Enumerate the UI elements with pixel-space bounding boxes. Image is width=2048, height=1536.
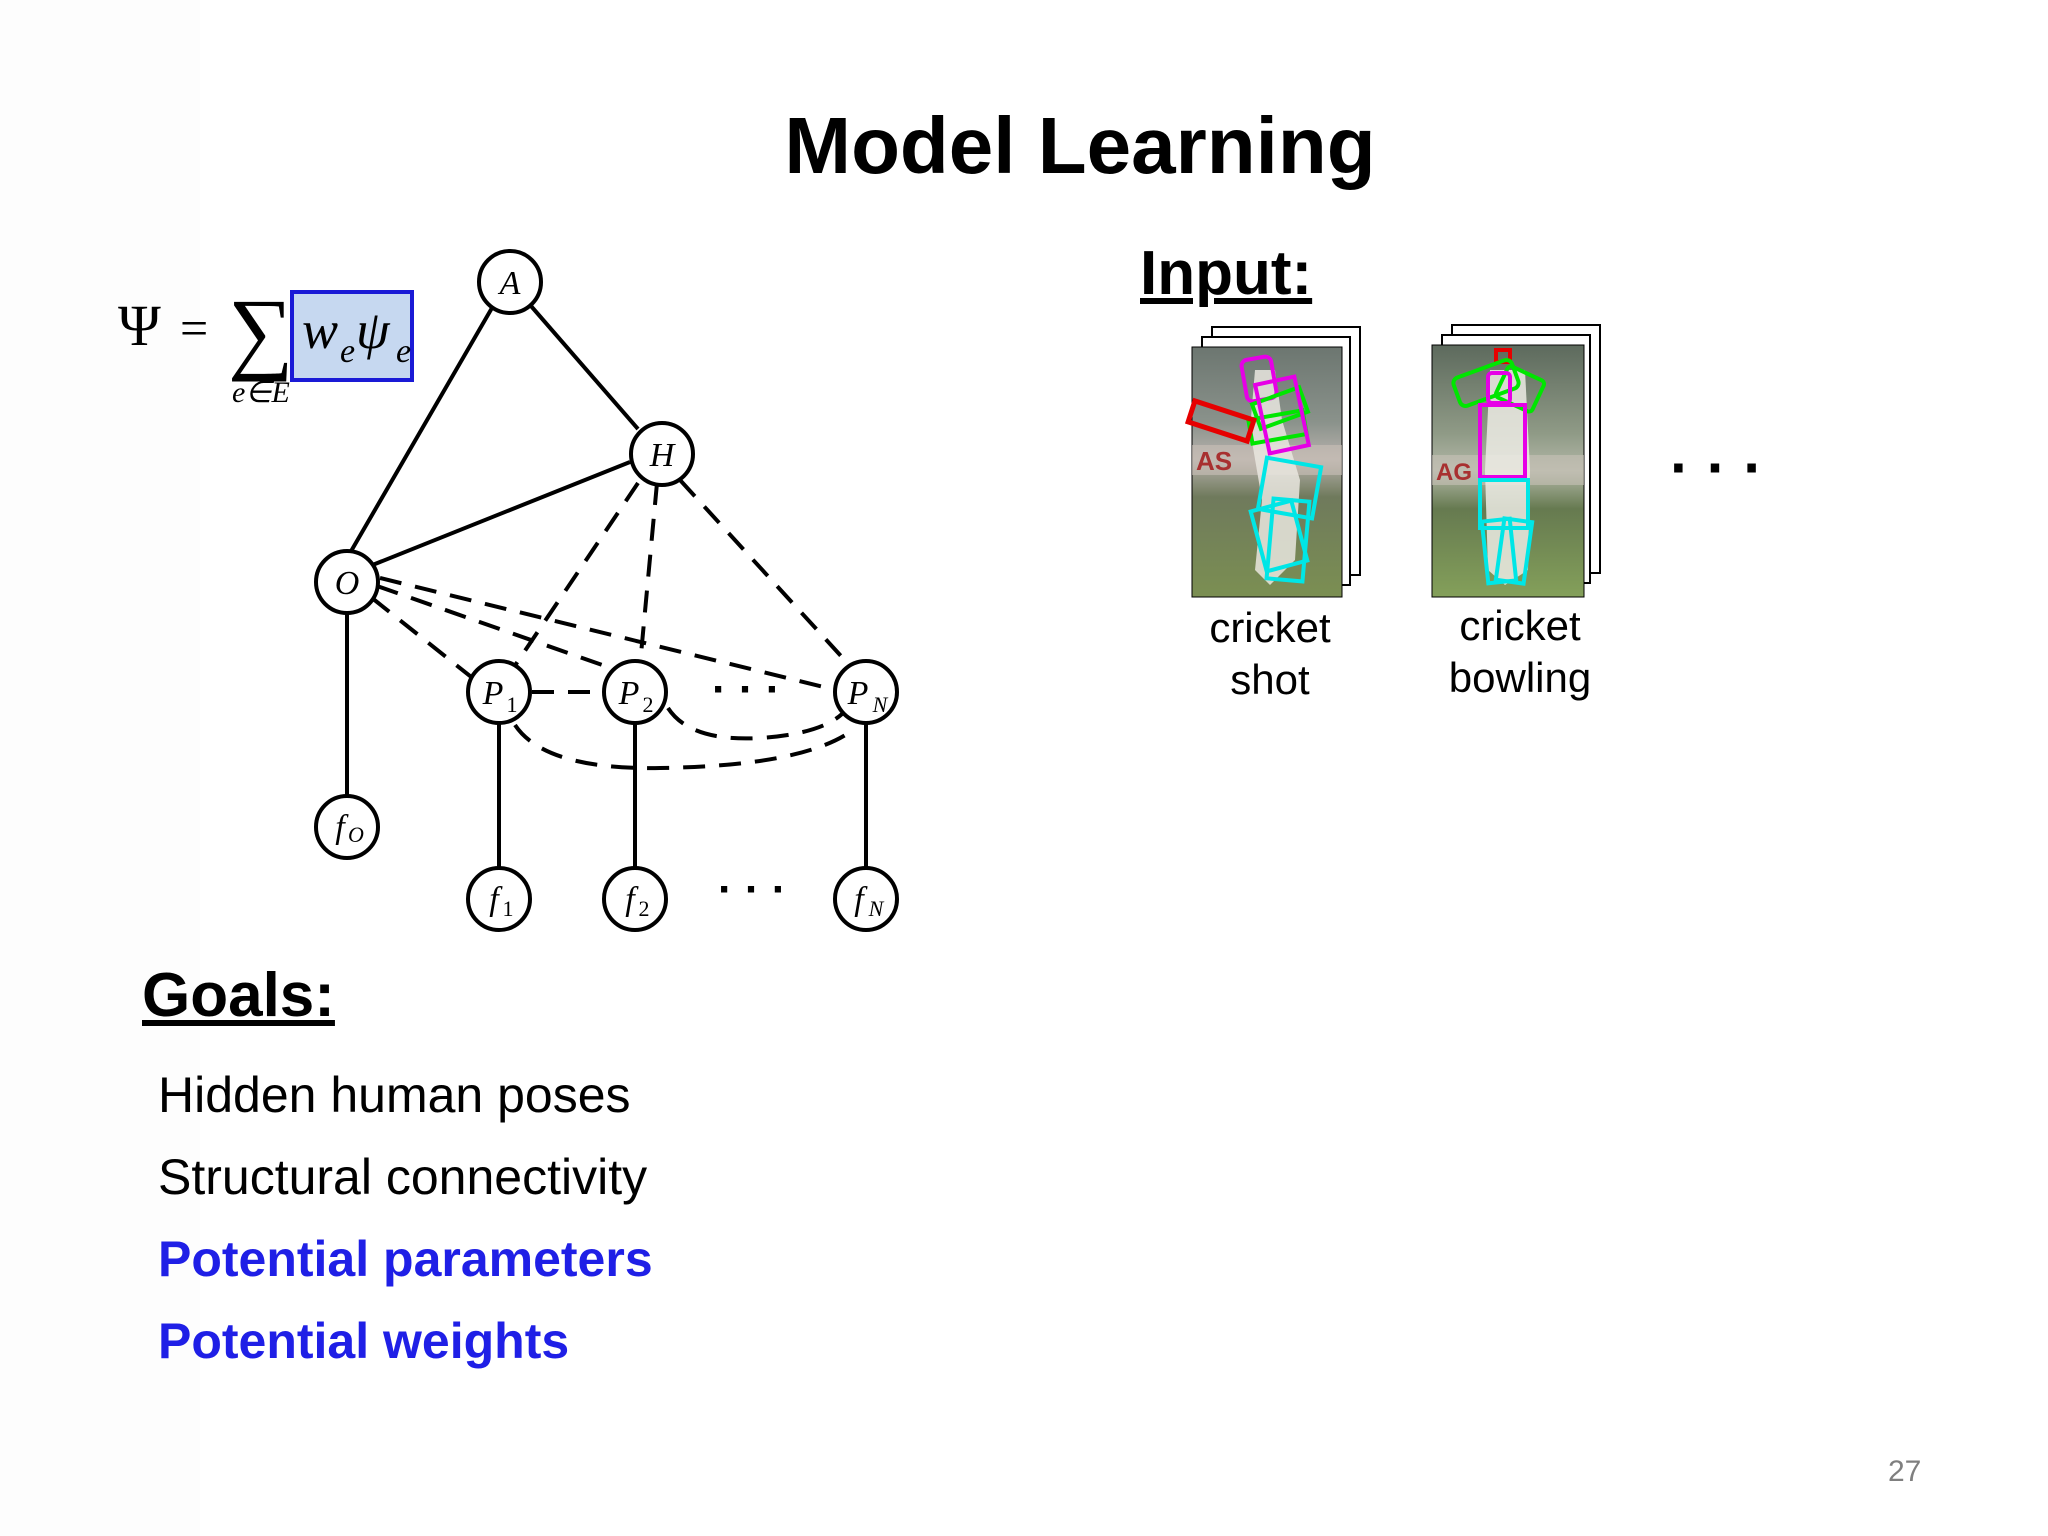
edge-O-P2 — [376, 584, 609, 669]
slide-left-shade — [0, 0, 200, 1536]
edge-O-PN — [379, 576, 837, 692]
svg-text:1: 1 — [507, 692, 518, 717]
node-H: H — [629, 421, 695, 487]
svg-text:AG: AG — [1436, 459, 1472, 486]
formula-psi-small: ψ — [356, 300, 391, 360]
svg-text:P: P — [618, 675, 640, 712]
edge-A-H — [529, 304, 640, 431]
caption-cricket-bowling-line1: cricket — [1459, 602, 1581, 649]
input-image-cricket-bowling: AG — [1431, 324, 1601, 598]
edge-A-O — [348, 280, 509, 555]
svg-text:O: O — [335, 565, 360, 602]
svg-text:N: N — [872, 692, 889, 717]
caption-cricket-bowling: cricket bowling — [1420, 600, 1620, 704]
slide-title: Model Learning — [784, 101, 1376, 190]
caption-cricket-shot-line2: shot — [1230, 656, 1310, 703]
svg-text:P: P — [482, 675, 504, 712]
potential-formula: Ψ = ∑ e∈E w e ψ e — [118, 280, 414, 409]
svg-text:N: N — [868, 896, 885, 921]
goal-potential-parameters: Potential parameters — [158, 1231, 653, 1287]
graph-ellipsis-features: · · · — [718, 865, 786, 914]
graph-edges — [345, 280, 868, 873]
node-PN: P N — [833, 659, 899, 725]
input-heading: Input: — [1140, 239, 1313, 308]
formula-equals: = — [180, 300, 208, 356]
goal-potential-weights: Potential weights — [158, 1313, 570, 1369]
graph-dashed-edges — [370, 478, 854, 771]
node-f2: f 2 — [602, 866, 668, 932]
svg-text:A: A — [498, 265, 521, 302]
caption-cricket-bowling-line2: bowling — [1448, 654, 1592, 701]
node-f1: f 1 — [466, 866, 532, 932]
formula-sum: ∑ — [228, 280, 294, 382]
node-P2: P 2 — [602, 659, 668, 725]
svg-text:O: O — [348, 822, 364, 847]
edge-H-P2 — [638, 482, 659, 666]
goal-hidden-human-poses: Hidden human poses — [158, 1067, 631, 1123]
svg-text:2: 2 — [643, 692, 654, 717]
caption-cricket-shot-line1: cricket — [1209, 604, 1331, 651]
page-number: 27 — [1888, 1455, 1922, 1488]
svg-text:1: 1 — [503, 896, 514, 921]
node-O: O — [314, 549, 380, 615]
edge-P1-PN — [513, 723, 852, 771]
edge-H-PN — [678, 478, 854, 670]
formula-w: w — [302, 300, 338, 360]
formula-w-subscript: e — [340, 333, 355, 370]
svg-text:H: H — [649, 437, 677, 474]
input-image-cricket-shot: AS — [1184, 326, 1361, 598]
caption-cricket-shot: cricket shot — [1180, 602, 1360, 706]
node-fN: f N — [833, 866, 899, 932]
graph-ellipsis-parts: · · · — [712, 665, 780, 714]
input-more-ellipsis: · · · — [1670, 434, 1763, 501]
edge-H-O — [369, 460, 631, 568]
graph-nodes: A H O P 1 P 2 P N f O — [314, 249, 899, 932]
goal-structural-connectivity: Structural connectivity — [158, 1149, 648, 1205]
formula-sum-subscript: e∈E — [232, 376, 290, 409]
svg-text:AS: AS — [1196, 446, 1232, 476]
svg-text:P: P — [847, 675, 869, 712]
svg-text:2: 2 — [639, 896, 650, 921]
goals-heading: Goals: — [142, 961, 335, 1030]
node-A: A — [477, 249, 543, 315]
formula-highlight-box — [290, 290, 414, 382]
node-fO: f O — [314, 794, 380, 860]
node-P1: P 1 — [466, 659, 532, 725]
formula-psi-subscript: e — [396, 333, 411, 370]
formula-psi: Ψ — [118, 293, 161, 358]
edge-O-P1 — [370, 596, 477, 682]
